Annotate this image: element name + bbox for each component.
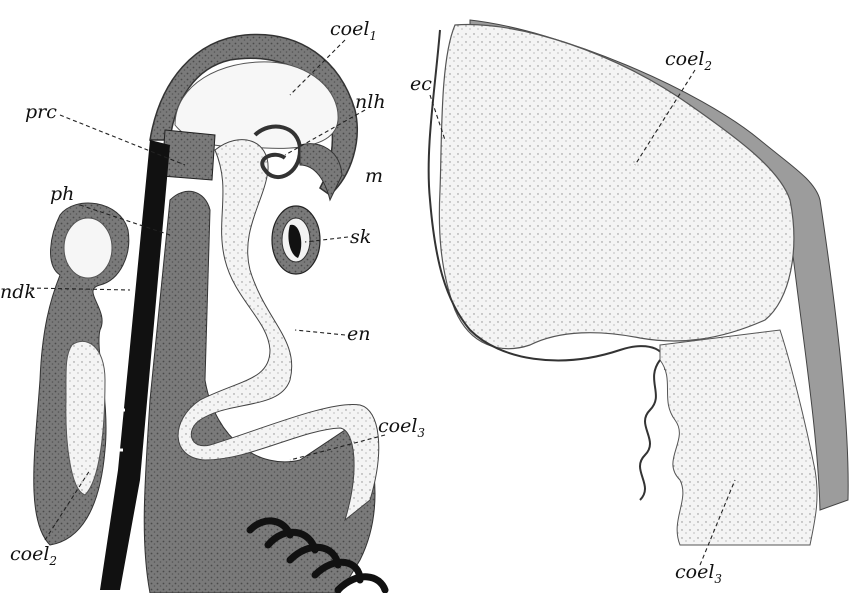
label-ndk: ndk (0, 281, 36, 303)
label-nlh: nlh (355, 91, 386, 113)
label-coel2-right: coel2 (665, 48, 712, 73)
left-lobe-upper-cavity (64, 218, 112, 278)
label-coel3-left: coel3 (378, 415, 425, 440)
coel2-right-region (439, 25, 793, 349)
label-sk: sk (350, 226, 371, 248)
prechordal-region (162, 130, 215, 180)
label-coel2-left: coel2 (10, 543, 57, 568)
label-ec: ec (410, 73, 432, 95)
right-section-drawing (429, 20, 849, 545)
label-prc: prc (25, 101, 57, 123)
label-coel1: coel1 (330, 18, 377, 43)
coel3-right-region (660, 330, 817, 545)
label-en: en (347, 323, 370, 345)
label-coel3-right: coel3 (675, 561, 722, 586)
stalk-wavy-edge (640, 360, 660, 500)
label-ph: ph (50, 183, 74, 205)
left-section-drawing (34, 34, 385, 593)
label-m: m (365, 165, 383, 187)
